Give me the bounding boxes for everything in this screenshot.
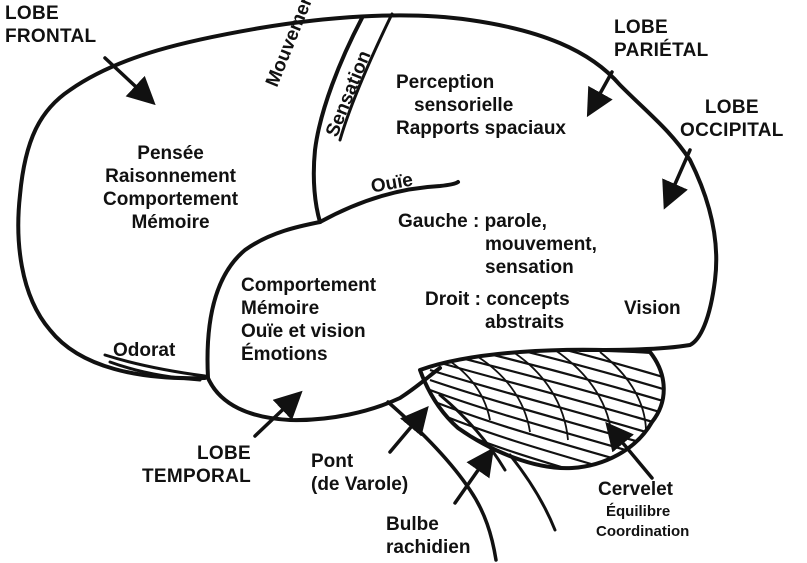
label-vision: Vision — [624, 298, 681, 321]
frontal-function-item: Pensée — [103, 142, 238, 165]
parietal-functions: Perception sensorielle Rapports spaciaux — [396, 71, 566, 140]
label-parietal-line2: PARIÉTAL — [614, 40, 709, 63]
temporal-functions: Comportement Mémoire Ouïe et vision Émot… — [241, 274, 376, 366]
pons-line: Pont — [311, 450, 408, 473]
temporal-function-item: Mémoire — [241, 297, 376, 320]
label-smell: Odorat — [113, 340, 175, 363]
parietal-function-item: sensorielle — [396, 94, 566, 117]
cerebellum-title: Cervelet — [596, 479, 689, 502]
label-parietal-line1: LOBE — [614, 17, 709, 40]
medulla-line: Bulbe — [386, 513, 470, 536]
temporal-function-item: Émotions — [241, 343, 376, 366]
left-side-label: Gauche : — [398, 211, 479, 232]
frontal-functions: Pensée Raisonnement Comportement Mémoire — [103, 142, 238, 234]
temporal-function-item: Ouïe et vision — [241, 320, 376, 343]
cerebellum-function: Coordination — [596, 522, 689, 542]
temporal-outline — [208, 368, 440, 420]
right-side-label: Droit : — [425, 289, 481, 310]
temporal-function-item: Comportement — [241, 274, 376, 297]
frontal-function-item: Mémoire — [103, 211, 238, 234]
left-side-item: parole, — [485, 211, 547, 232]
right-hemisphere-functions: Droit : concepts abstraits — [425, 288, 570, 334]
label-temporal-lobe: LOBE TEMPORAL — [142, 443, 251, 489]
label-parietal-lobe: LOBE PARIÉTAL — [614, 17, 709, 63]
label-occipital-lobe: LOBE OCCIPITAL — [680, 97, 784, 143]
frontal-function-item: Raisonnement — [103, 165, 238, 188]
label-frontal-lobe: LOBE FRONTAL — [5, 3, 96, 49]
label-medulla: Bulbe rachidien — [386, 513, 470, 559]
cerebellum-function: Équilibre — [596, 502, 689, 522]
parietal-function-item: Rapports spaciaux — [396, 117, 566, 140]
label-temporal-line1: LOBE — [142, 443, 251, 466]
arrow-parietal — [592, 72, 612, 108]
right-side-item: abstraits — [425, 311, 570, 334]
right-side-item: concepts — [486, 289, 569, 310]
arrow-medulla — [455, 456, 488, 503]
arrow-occipital — [668, 150, 690, 200]
label-cerebellum: Cervelet Équilibre Coordination — [596, 479, 689, 542]
left-side-item: mouvement, — [398, 233, 597, 256]
frontal-function-item: Comportement — [103, 188, 238, 211]
label-frontal-line2: FRONTAL — [5, 26, 96, 49]
label-occipital-line1: LOBE — [680, 97, 784, 120]
medulla-line: rachidien — [386, 536, 470, 559]
label-pons: Pont (de Varole) — [311, 450, 408, 496]
left-hemisphere-functions: Gauche : parole, mouvement, sensation — [398, 210, 597, 279]
arrow-frontal — [105, 58, 148, 98]
pons-line: (de Varole) — [311, 473, 408, 496]
label-frontal-line1: LOBE — [5, 3, 96, 26]
parietal-function-item: Perception — [396, 71, 566, 94]
label-temporal-line2: TEMPORAL — [142, 466, 251, 489]
label-occipital-line2: OCCIPITAL — [680, 120, 784, 143]
left-side-item: sensation — [398, 256, 597, 279]
